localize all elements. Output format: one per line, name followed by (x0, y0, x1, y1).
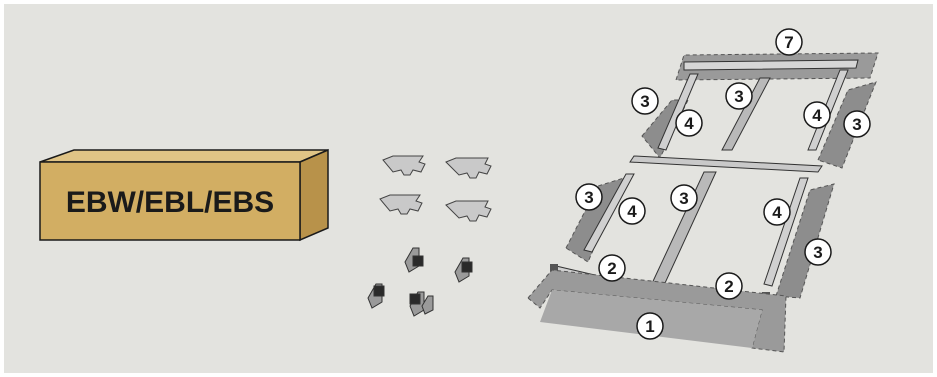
clip-icon (446, 201, 491, 221)
bracket-icons (368, 248, 472, 316)
clip-icons (380, 156, 491, 221)
svg-text:4: 4 (627, 202, 637, 221)
svg-text:1: 1 (645, 317, 654, 336)
svg-text:3: 3 (813, 243, 822, 262)
bracket-icon (405, 248, 423, 272)
product-box: EBW/EBL/EBS (40, 150, 328, 240)
clip-icon (446, 158, 491, 178)
svg-text:7: 7 (784, 33, 793, 52)
clip-icon (380, 195, 422, 214)
svg-text:3: 3 (679, 189, 688, 208)
callout-4: 4 (619, 198, 645, 224)
callout-2: 2 (716, 273, 742, 299)
callout-3: 3 (805, 239, 831, 265)
callout-3: 3 (632, 88, 658, 114)
callout-4: 4 (764, 199, 790, 225)
svg-text:4: 4 (772, 203, 782, 222)
svg-text:2: 2 (724, 277, 733, 296)
callout-2: 2 (599, 255, 625, 281)
svg-text:2: 2 (607, 259, 616, 278)
svg-text:3: 3 (852, 115, 861, 134)
middle-bar (630, 156, 822, 172)
svg-text:3: 3 (640, 92, 649, 111)
bracket-icon (368, 284, 384, 308)
callout-4: 4 (804, 102, 830, 128)
bracket-icon (455, 258, 472, 282)
callout-1: 1 (637, 313, 663, 339)
callout-3: 3 (844, 111, 870, 137)
clip-icon (383, 156, 425, 175)
bracket-icon (410, 292, 424, 316)
svg-text:4: 4 (684, 114, 694, 133)
callout-4: 4 (676, 110, 702, 136)
callout-3: 3 (726, 83, 752, 109)
callout-7: 7 (776, 29, 802, 55)
box-label: EBW/EBL/EBS (66, 186, 274, 219)
svg-text:4: 4 (812, 106, 822, 125)
svg-text:3: 3 (734, 87, 743, 106)
callout-3: 3 (576, 184, 602, 210)
callout-3: 3 (671, 185, 697, 211)
svg-text:3: 3 (584, 188, 593, 207)
